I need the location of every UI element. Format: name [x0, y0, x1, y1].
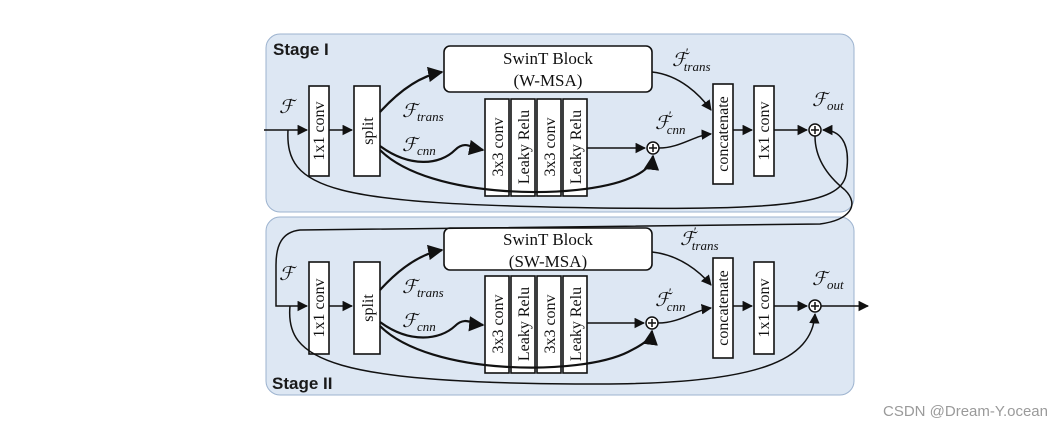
stage-2-leaky-relu-a [510, 275, 536, 374]
stage-1-f-trans-prime: ℱ′trans [672, 45, 711, 74]
stage-1-conv1x1-out [753, 85, 775, 177]
stage-1-conv1x1-in [308, 85, 330, 177]
stage-2-leaky-relu-a-label: Leaky Relu [516, 287, 533, 361]
stage-2-adder-out-plus [811, 302, 819, 310]
stage-1-conv3x3-a-label: 3x3 conv [490, 117, 507, 176]
stage-1: Stage I SwinT Block (W-MSA) 1x1 conv spl… [264, 33, 855, 213]
stage-2-split [353, 261, 381, 355]
stage-2-f-out: ℱout [812, 269, 844, 292]
stage-1-adder-to-concat [658, 129, 713, 149]
stage-2-f-trans-prime: ℱ′trans [680, 224, 719, 253]
stage-1-conv3x3-b [536, 98, 562, 197]
stage-1-adder-cnn-plus [649, 144, 657, 152]
stage-1-conv1x1-out-label: 1x1 conv [756, 101, 773, 160]
stage-1-conv3x3-b-label: 3x3 conv [542, 117, 559, 176]
stage-2-f-input: ℱ [279, 264, 297, 285]
stage-1-swin-to-concat [651, 71, 712, 111]
stage-2-leaky-relu-b [562, 275, 588, 374]
stage-1-skip-to-adder [379, 149, 660, 194]
stage-2-conv3x3-a-label: 3x3 conv [490, 294, 507, 353]
stage-1-split-to-swin [379, 66, 444, 113]
stage-2-swint-mode: (SW-MSA) [509, 252, 587, 271]
stage-1-split-label: split [360, 117, 377, 145]
stage-1-swint-title: SwinT Block [503, 49, 593, 68]
stage-2-conv1x1-out [753, 261, 775, 355]
stage-2-split-to-swin [379, 244, 444, 291]
stage-2-f-cnn-prime: ℱ′cnn [655, 285, 686, 314]
stage-1-residual-loop [287, 124, 849, 210]
stage-1-output-to-stage-2 [814, 135, 846, 191]
stage-1-conv1x1-in-label: 1x1 conv [311, 101, 328, 160]
stage-1-split-to-cnn [379, 139, 485, 163]
stage-1-concatenate [712, 83, 734, 185]
stage-1-swint-mode: (W-MSA) [514, 71, 583, 90]
stage-2-swint-title: SwinT Block [503, 230, 593, 249]
stage-1-concatenate-label: concatenate [715, 96, 732, 172]
stage-2-leaky-relu-b-label: Leaky Relu [568, 287, 585, 361]
stage-2-f-cnn: ℱcnn [402, 311, 436, 334]
stage-1-label: Stage I [273, 40, 329, 59]
stage-2-label: Stage II [272, 374, 332, 393]
stage-1-conv3x3-a [484, 98, 510, 197]
stage-2-conv3x3-b [536, 275, 562, 374]
stage-2-split-label: split [360, 294, 377, 322]
stage-1-f-cnn: ℱcnn [402, 135, 436, 158]
stage-2-concatenate-label: concatenate [715, 270, 732, 346]
stage-1-f-input: ℱ [279, 97, 297, 118]
stage-1-swint-block [443, 45, 653, 93]
stage-2-skip-to-adder [379, 325, 658, 369]
stage-2-adder-to-concat [657, 303, 713, 324]
stage-2-swin-to-concat [651, 251, 712, 286]
stage-1-leaky-relu-a-label: Leaky Relu [516, 110, 533, 184]
stage-1-f-trans: ℱtrans [402, 101, 444, 124]
stage-1-f-cnn-prime: ℱ′cnn [655, 108, 686, 137]
stage-2-conv3x3-b-label: 3x3 conv [542, 294, 559, 353]
stage-1-leaky-relu-b [562, 98, 588, 197]
watermark: CSDN @Dream-Y.ocean [883, 403, 1048, 420]
stage-2-conv1x1-in-label: 1x1 conv [311, 278, 328, 337]
stage-2-concatenate [712, 257, 734, 359]
stage-2-conv1x1-in [308, 261, 330, 355]
stage-1-f-out: ℱout [812, 90, 844, 113]
stage-2: Stage II SwinT Block (SW-MSA) 1x1 conv s… [265, 189, 870, 396]
stage-2-residual-loop [288, 305, 820, 385]
stage-1-adder-out-plus [811, 126, 819, 134]
stage-1-split [353, 85, 381, 177]
stage-1-leaky-relu-b-label: Leaky Relu [568, 110, 585, 184]
stage-2-conv3x3-a [484, 275, 510, 374]
stage-2-f-trans: ℱtrans [402, 277, 444, 300]
stage-2-swint-block [443, 227, 653, 271]
stage-1-leaky-relu-a [510, 98, 536, 197]
stage-2-split-to-cnn [379, 316, 485, 339]
stage-2-input-arrow [275, 189, 853, 312]
stage-2-conv1x1-out-label: 1x1 conv [756, 278, 773, 337]
stage-2-adder-cnn-plus [648, 319, 656, 327]
